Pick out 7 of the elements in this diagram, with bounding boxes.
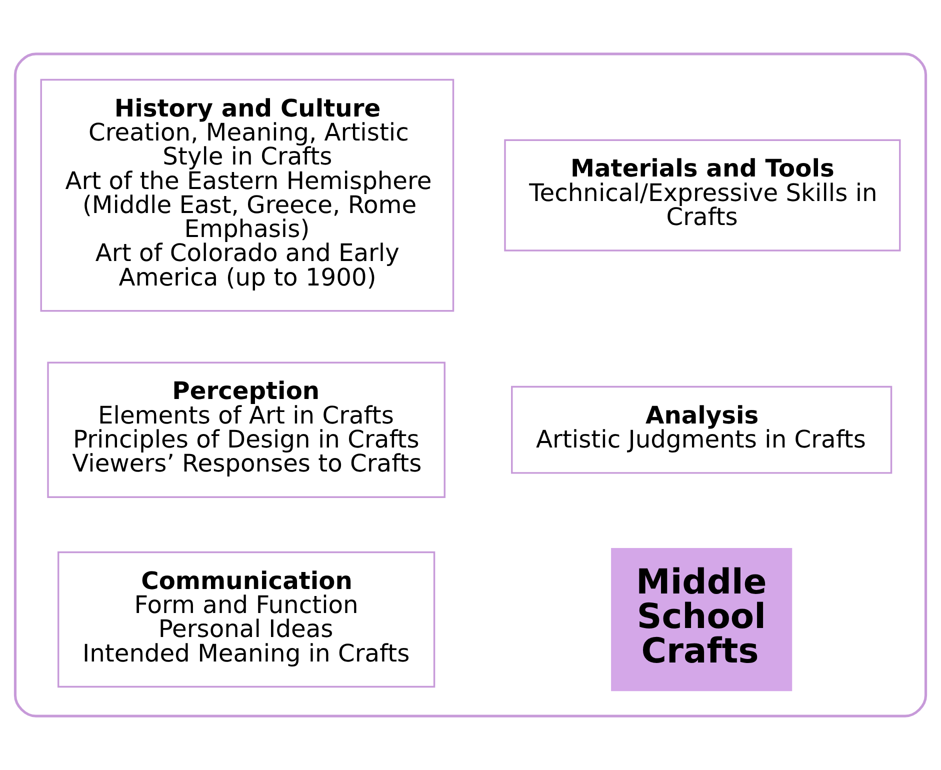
node-box: Perception Elements of Art in Crafts Principles of Design in Crafts Viewers’ Responses to Crafts — [47, 362, 446, 498]
node-box: History and Culture Creation, Meaning, Artistic Style in Crafts Art of the Eastern Hemisphere (Middle East, Greece, Rome Emphasis) Art of Colorado and Early America (up to 1900) — [40, 78, 454, 312]
node-box: Communication Form and Function Personal Ideas Intended Meaning in Crafts — [57, 551, 436, 688]
cluster — [14, 52, 928, 718]
node-box: Middle School Crafts — [611, 548, 792, 692]
node-box: Analysis Artistic Judgments in Crafts — [511, 386, 892, 474]
node-box: Materials and Tools Technical/Expressive Skills in Crafts — [504, 139, 901, 252]
